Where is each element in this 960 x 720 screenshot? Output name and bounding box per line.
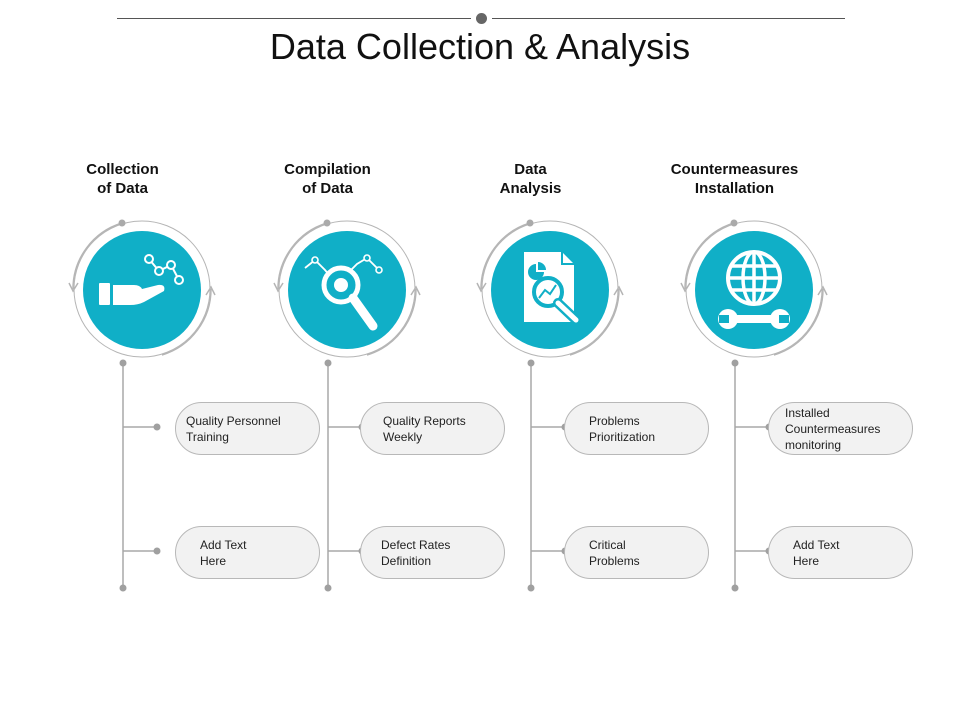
list-item: Defect Rates Definition xyxy=(360,526,505,579)
step-heading: Data Analysis xyxy=(499,161,562,197)
step-compilation: Compilation of Data Quality Reports Week… xyxy=(225,0,505,720)
list-item: Add Text Here xyxy=(768,526,913,579)
document-search-icon xyxy=(490,230,610,350)
hand-chart-icon xyxy=(82,230,202,350)
list-item-text: Defect Rates Definition xyxy=(381,537,451,568)
list-item-text: Problems Prioritization xyxy=(589,413,656,444)
header-rule-right xyxy=(492,18,845,19)
step-heading: Compilation of Data xyxy=(284,161,371,197)
list-item: Installed Countermeasures monitoring xyxy=(768,402,913,455)
list-item-text: Installed Countermeasures monitoring xyxy=(785,405,881,452)
list-item: Quality Personnel Training xyxy=(175,402,320,455)
header-rule-left xyxy=(117,18,471,19)
list-item: Critical Problems xyxy=(564,526,709,579)
list-item: Add Text Here xyxy=(175,526,320,579)
step-analysis: Data Analysis Problems Prioritization xyxy=(428,0,709,720)
step-heading: Countermeasures Installation xyxy=(670,161,799,197)
list-item-text: Add Text Here xyxy=(200,537,247,568)
list-item: Quality Reports Weekly xyxy=(360,402,505,455)
cycle-ring xyxy=(476,219,624,358)
step-countermeasures: Countermeasures Installation xyxy=(632,0,913,720)
cycle-ring xyxy=(680,219,828,358)
list-item-text: Add Text Here xyxy=(793,537,840,568)
header-dot xyxy=(476,13,487,24)
list-item: Problems Prioritization xyxy=(564,402,709,455)
list-item-text: Quality Reports Weekly xyxy=(383,413,466,444)
page-title: Data Collection & Analysis xyxy=(269,26,691,67)
step-heading: Collection of Data xyxy=(86,161,159,197)
magnifier-chart-icon xyxy=(287,230,407,350)
list-item-text: Quality Personnel Training xyxy=(186,413,281,444)
step-collection: Collection of Data Quality Personnel Tra… xyxy=(20,0,320,720)
connector xyxy=(119,359,161,592)
cycle-ring xyxy=(273,219,421,358)
list-item-text: Critical Problems xyxy=(589,537,640,568)
globe-wrench-icon xyxy=(694,230,814,350)
cycle-ring xyxy=(68,219,216,358)
